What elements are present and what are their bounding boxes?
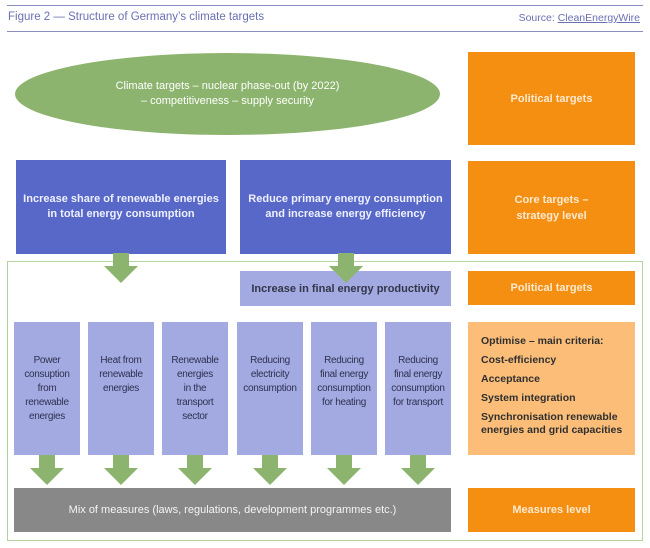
climate-targets-ellipse: Climate targets – nuclear phase-out (by … — [15, 53, 440, 135]
arrow-down-icon — [253, 455, 287, 485]
core-box-efficiency: Reduce primary energy consumption and in… — [240, 160, 451, 254]
figure-title: Figure 2 — Structure of Germany’s climat… — [8, 11, 265, 23]
arrow-down-icon — [104, 455, 138, 485]
column-reduce-transport: Reducing final energy consumption for tr… — [385, 322, 451, 455]
level-political-targets-top: Political targets — [468, 52, 635, 145]
column-heat-renewables: Heat from renewable energies — [88, 322, 154, 455]
arrow-down-icon — [178, 455, 212, 485]
column-power-renewables: Power consuption from renewable energies — [14, 322, 80, 455]
measures-frame — [7, 261, 643, 541]
criteria-item: Synchronisation renewable energies and g… — [481, 411, 623, 436]
arrow-down-icon — [401, 455, 435, 485]
column-transport-renewables: Renewable energies in the transport sect… — [162, 322, 228, 455]
source-credit: Source: CleanEnergyWire — [519, 12, 640, 24]
level-measures: Measures level — [468, 488, 635, 532]
final-energy-productivity-box: Increase in final energy productivity — [240, 271, 451, 306]
criteria-item: Acceptance — [481, 373, 540, 385]
source-label: Source: — [518, 12, 555, 24]
criteria-heading: Optimise – main criteria: — [481, 335, 604, 347]
header-bottom-rule — [7, 31, 643, 32]
arrow-down-icon — [104, 253, 138, 283]
mix-of-measures-box: Mix of measures (laws, regulations, deve… — [14, 488, 451, 532]
source-link[interactable]: CleanEnergyWire — [557, 12, 640, 24]
arrow-down-icon — [329, 253, 363, 283]
arrow-down-icon — [30, 455, 64, 485]
header-top-rule — [7, 5, 643, 6]
core-box-renewables: Increase share of renewable energies in … — [16, 160, 226, 254]
criteria-item: System integration — [481, 392, 576, 404]
criteria-item: Cost-efficiency — [481, 354, 557, 366]
column-reduce-electricity: Reducing electricity consumption — [237, 322, 303, 455]
column-reduce-heating: Reducing final energy consumption for he… — [311, 322, 377, 455]
arrow-down-icon — [327, 455, 361, 485]
optimisation-criteria-box: Optimise – main criteria: Cost-efficienc… — [468, 322, 635, 455]
level-core-targets: Core targets – strategy level — [468, 161, 635, 254]
level-political-targets-mid: Political targets — [468, 271, 635, 305]
